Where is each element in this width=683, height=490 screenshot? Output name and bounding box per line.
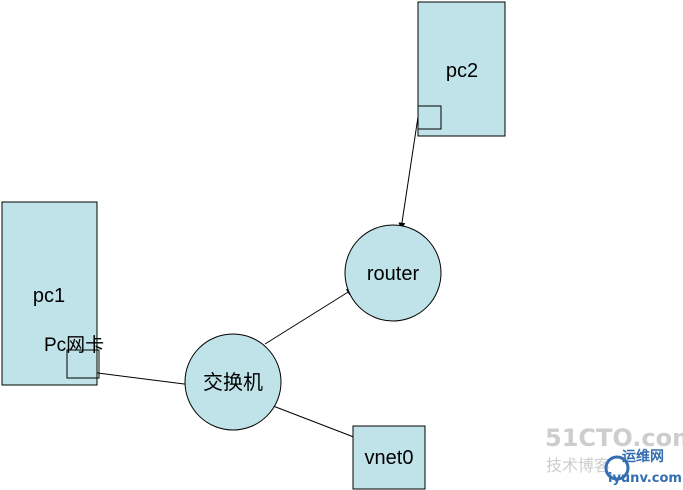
watermark: 51CTO.com 技术博客 运维网 iyunv.com xyxy=(545,424,683,486)
node-vnet0: vnet0 xyxy=(352,425,426,490)
watermark-caption: 技术博客 xyxy=(546,456,610,475)
edge-switch-to-router xyxy=(264,288,354,345)
switch-label: 交换机 xyxy=(203,371,263,394)
switch-circle xyxy=(184,333,282,431)
watermark-site-cn: 运维网 xyxy=(622,448,664,465)
pc1-box xyxy=(1,201,98,386)
vnet0-box xyxy=(352,425,426,490)
node-pc2: pc2 xyxy=(417,1,506,137)
pc1-label: pc1 xyxy=(33,285,65,307)
router-label: router xyxy=(367,263,420,285)
pc1-nic-port xyxy=(66,349,100,379)
watermark-logo-icon xyxy=(604,455,630,481)
pc2-label: pc2 xyxy=(446,60,478,82)
edge-pc1-nic-to-switch xyxy=(89,371,193,388)
pc2-nic-port xyxy=(417,105,442,130)
router-circle xyxy=(344,224,442,322)
edge-pc2-nic-to-router xyxy=(398,116,419,230)
node-pc1: pc1 Pc网卡 xyxy=(1,201,104,386)
watermark-site-url: iyunv.com xyxy=(608,471,682,486)
vnet0-label: vnet0 xyxy=(365,447,414,469)
pc1-nic-label: Pc网卡 xyxy=(44,334,104,356)
node-router: router xyxy=(344,224,442,322)
node-switch: 交换机 xyxy=(184,333,282,431)
pc2-box xyxy=(417,1,506,137)
watermark-brand: 51CTO.com xyxy=(545,424,683,452)
